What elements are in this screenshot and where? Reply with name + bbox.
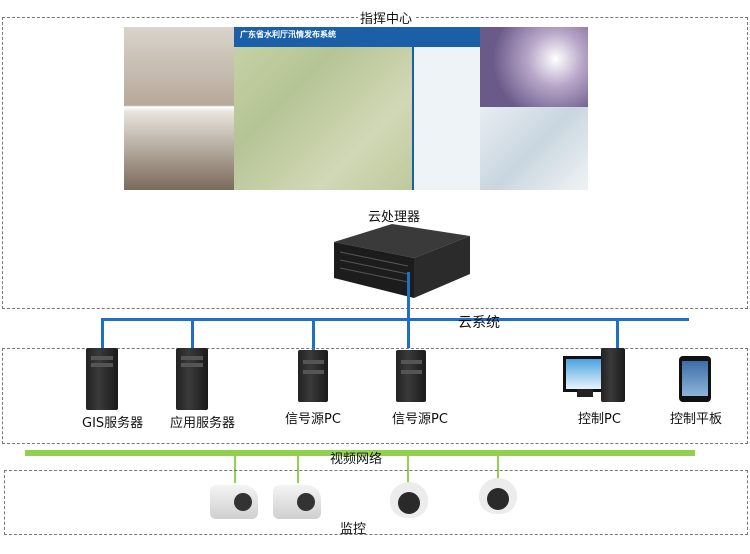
camera-link [497, 455, 499, 482]
bullet-camera-icon [210, 485, 258, 519]
device-label: 信号源PC [285, 412, 341, 427]
cloud-processor-link [407, 272, 410, 348]
monitoring-label: 监控 [340, 522, 367, 537]
satellite-images [480, 27, 588, 190]
bus-drop [312, 318, 315, 350]
cloud-system-label: 云系统 [458, 315, 500, 331]
dome-camera-icon [479, 478, 517, 514]
video-network-bus [25, 450, 695, 456]
device-label: 信号源PC [392, 412, 448, 427]
cloud-system-bus [101, 318, 689, 321]
gis-screen: 广东省水利厅汛情发布系统 [234, 27, 480, 190]
satellite-cloud-image [480, 27, 588, 107]
device-label: 控制平板 [670, 412, 723, 427]
gis-panel [412, 47, 480, 190]
app-server-icon [176, 348, 208, 410]
video-wall: 广东省水利厅汛情发布系统 [124, 27, 658, 190]
command-center-title: 指挥中心 [358, 8, 415, 27]
control-tablet-icon [679, 356, 711, 402]
cloud-processor-label: 云处理器 [368, 210, 421, 225]
signal-pc-icon [396, 350, 426, 402]
bus-drop [191, 318, 194, 348]
signal-pc-icon [298, 350, 328, 402]
dome-camera-icon [390, 482, 428, 518]
bus-drop [616, 318, 619, 348]
monitoring-box [4, 470, 748, 535]
control-pc-icon [563, 348, 629, 402]
gis-server-icon [86, 348, 118, 410]
camera-link [234, 455, 236, 483]
camera-link [297, 455, 299, 483]
gis-header: 广东省水利厅汛情发布系统 [234, 27, 480, 47]
video-network-label: 视频网络 [330, 452, 383, 467]
bullet-camera-icon [273, 485, 321, 519]
cloud-processor-icon [322, 222, 472, 300]
bus-drop [101, 318, 104, 348]
device-label: 应用服务器 [170, 416, 236, 431]
devices-box [2, 348, 748, 444]
device-label: GIS服务器 [82, 416, 144, 431]
conference-photo [124, 27, 234, 190]
radar-map-image [480, 107, 588, 190]
device-label: 控制PC [578, 412, 621, 427]
